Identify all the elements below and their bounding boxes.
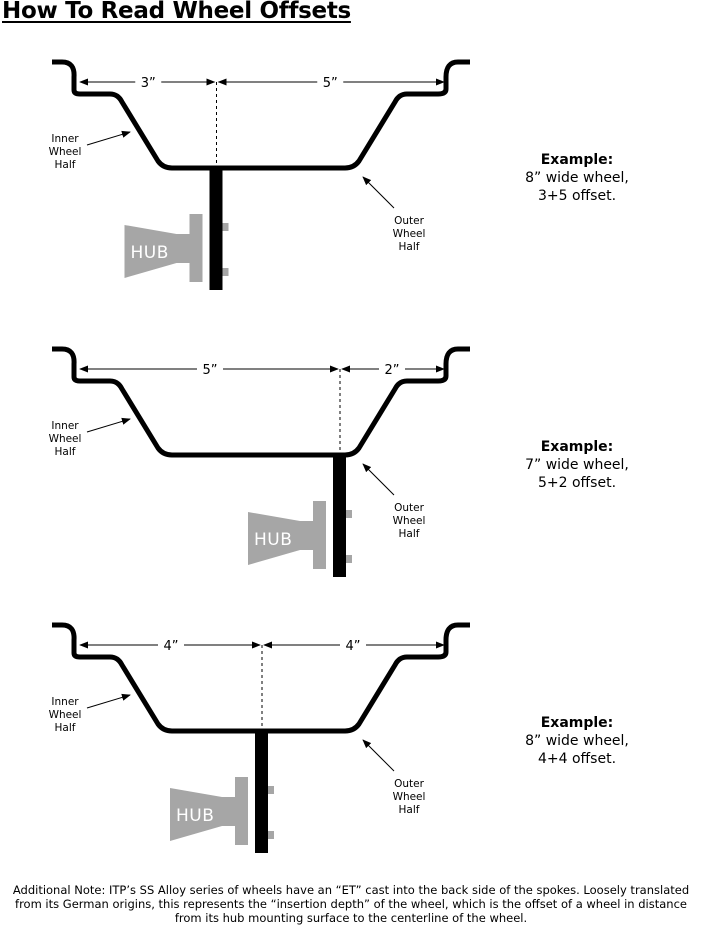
wheel-rim-profile <box>52 622 470 734</box>
back-spacing-label-bg <box>158 637 184 653</box>
outer-wheel-half-label: Wheel <box>393 791 426 803</box>
front-spacing-label: 5” <box>323 76 338 91</box>
inner-wheel-half-label: Half <box>55 446 76 458</box>
front-spacing-label-bg <box>379 361 405 377</box>
hub-shape <box>248 501 326 569</box>
back-spacing-label: 3” <box>141 76 156 91</box>
wheel-stud <box>268 831 274 839</box>
outer-wheel-half-label: Outer <box>394 502 424 514</box>
example-heading: Example: <box>541 715 614 731</box>
inner-wheel-half-arrow <box>86 417 131 433</box>
hub-shape <box>124 214 203 282</box>
back-spacing-label: 4” <box>163 639 178 654</box>
mounting-plate <box>255 731 268 853</box>
mounting-plate <box>209 168 223 290</box>
example-width: 7” wide wheel, <box>525 457 629 473</box>
inner-wheel-half-label: Wheel <box>49 709 82 721</box>
example-offset: 3+5 offset. <box>538 188 616 204</box>
outer-wheel-half-arrow <box>362 463 395 496</box>
outer-wheel-half-label: Half <box>399 528 420 540</box>
back-spacing-label-bg <box>197 361 223 377</box>
outer-wheel-half-label: Wheel <box>393 515 426 527</box>
wheel-panel-3: HUB4”4”InnerWheelHalfOuterWheelHalfExamp… <box>49 622 629 853</box>
wheel-rim-profile <box>52 59 470 171</box>
example-offset: 5+2 offset. <box>538 475 616 491</box>
page-title: How To Read Wheel Offsets <box>2 0 351 24</box>
hub-shape <box>170 777 248 845</box>
example-heading: Example: <box>541 439 614 455</box>
outer-wheel-half-label: Half <box>399 804 420 816</box>
wheel-offset-diagram: HUB3”5”InnerWheelHalfOuterWheelHalfExamp… <box>49 59 629 853</box>
inner-wheel-half-label: Half <box>55 722 76 734</box>
front-spacing-label: 4” <box>345 639 360 654</box>
back-spacing-label: 5” <box>202 363 217 378</box>
wheel-rim-profile <box>52 346 470 458</box>
inner-wheel-half-arrow <box>86 693 131 709</box>
back-spacing-label-bg <box>135 74 162 90</box>
wheel-stud <box>268 786 274 794</box>
inner-wheel-half-label: Inner <box>51 420 79 432</box>
inner-wheel-half-arrow <box>86 130 131 146</box>
wheel-panel-2: HUB5”2”InnerWheelHalfOuterWheelHalfExamp… <box>49 346 629 577</box>
outer-wheel-half-label: Wheel <box>393 228 426 240</box>
example-width: 8” wide wheel, <box>525 170 629 186</box>
wheel-stud <box>346 555 352 563</box>
hub-label: HUB <box>254 530 292 550</box>
inner-wheel-half-label: Inner <box>51 696 79 708</box>
wheel-stud <box>346 510 352 518</box>
example-offset: 4+4 offset. <box>538 751 616 767</box>
outer-wheel-half-label: Outer <box>394 215 424 227</box>
outer-wheel-half-arrow <box>362 176 395 209</box>
additional-note: Additional Note: ITP’s SS Alloy series o… <box>12 883 690 925</box>
inner-wheel-half-label: Half <box>55 159 76 171</box>
example-heading: Example: <box>541 152 614 168</box>
front-spacing-label: 2” <box>384 363 399 378</box>
inner-wheel-half-label: Wheel <box>49 433 82 445</box>
front-spacing-label-bg <box>317 74 344 90</box>
outer-wheel-half-arrow <box>362 739 395 772</box>
outer-wheel-half-label: Half <box>399 241 420 253</box>
example-width: 8” wide wheel, <box>525 733 629 749</box>
mounting-plate <box>333 455 346 577</box>
front-spacing-label-bg <box>340 637 366 653</box>
hub-label: HUB <box>176 806 214 826</box>
wheel-stud <box>222 268 229 276</box>
wheel-stud <box>222 223 229 231</box>
inner-wheel-half-label: Inner <box>51 133 79 145</box>
wheel-panel-1: HUB3”5”InnerWheelHalfOuterWheelHalfExamp… <box>49 59 629 290</box>
hub-label: HUB <box>131 243 169 263</box>
inner-wheel-half-label: Wheel <box>49 146 82 158</box>
outer-wheel-half-label: Outer <box>394 778 424 790</box>
